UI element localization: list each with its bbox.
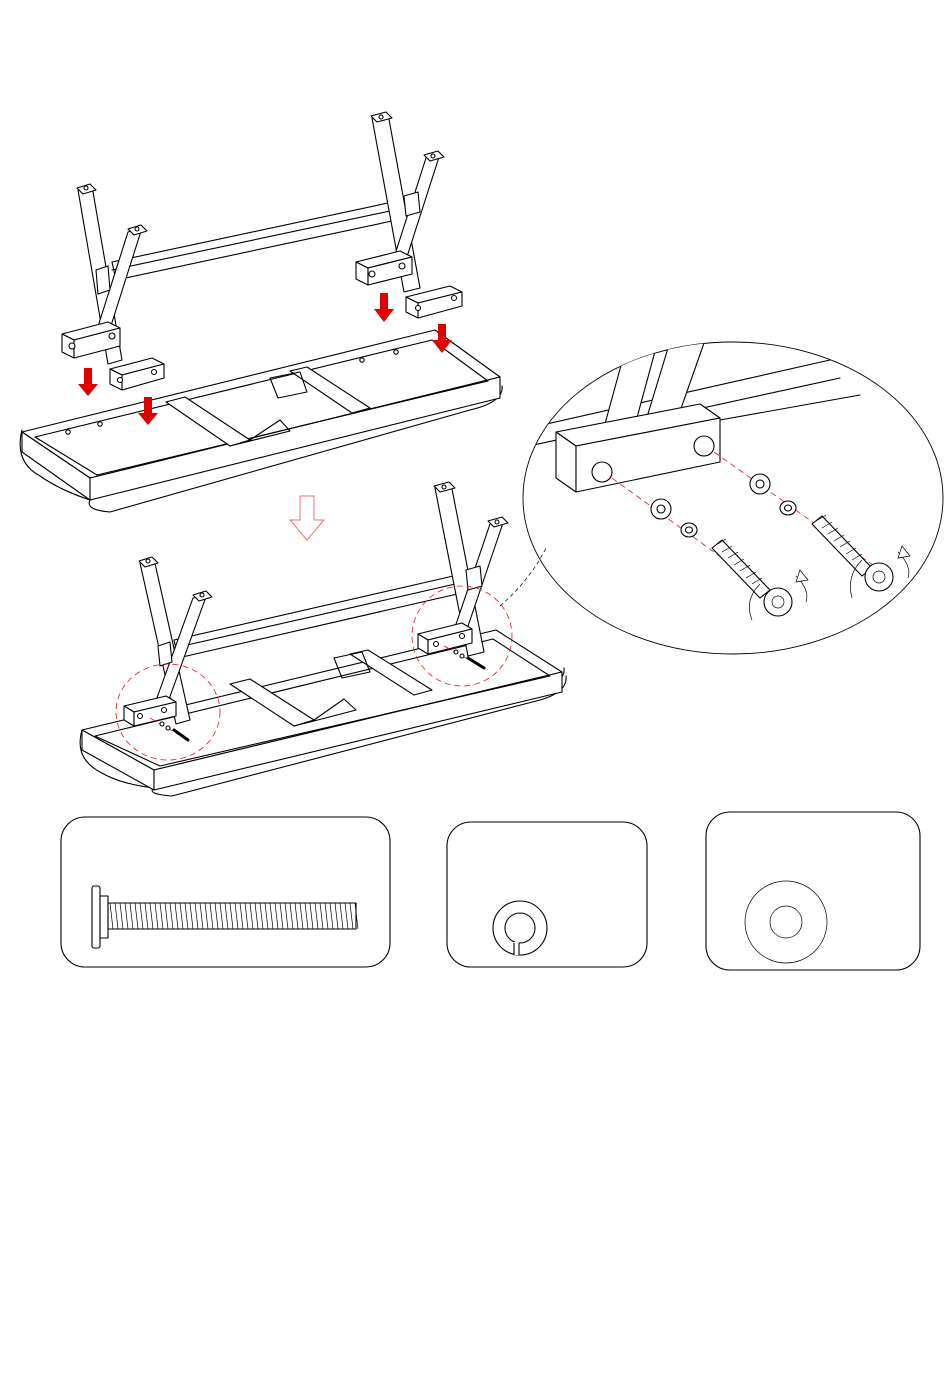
hardware-box-flat-washer [706,812,920,970]
hardware-box-lock-washer [447,822,647,967]
detail-zoom-view [520,326,943,654]
step1-bench-frame [20,330,502,512]
hardware-box-bolt [61,817,390,967]
red-down-arrow-icon [78,368,98,396]
rotate-clockwise-icon [898,546,910,558]
rotate-clockwise-icon [796,570,808,582]
outline-down-arrow-icon [290,496,324,540]
detail-bolt [812,515,910,598]
red-down-arrow-icon [374,293,394,322]
detail-bolt [712,539,808,620]
